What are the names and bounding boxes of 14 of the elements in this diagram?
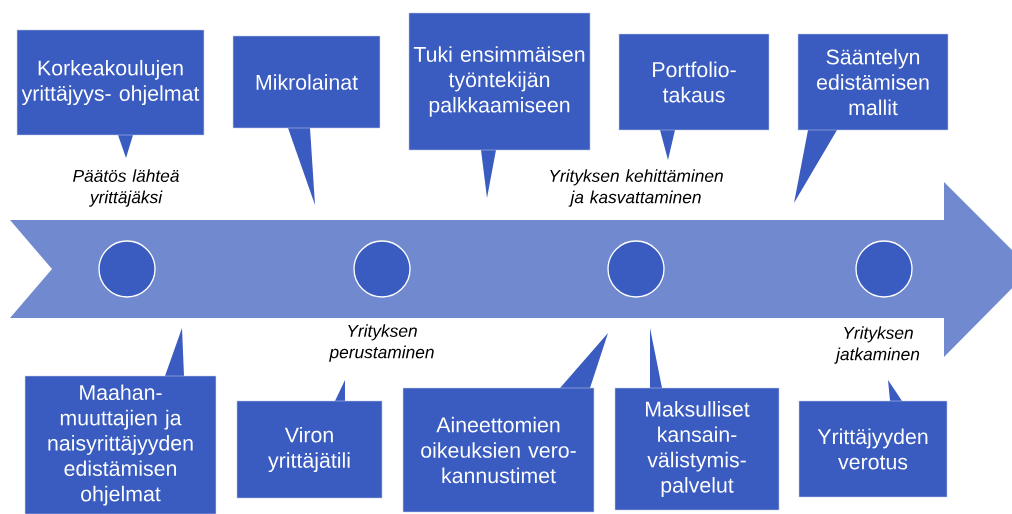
callout-box: Maksulliset kansain- välistymis- palvelut [614, 328, 780, 511]
callout-box: Maahan- muuttajien ja naisyrittäjyyden edistämisen ohjelmat [24, 328, 217, 514]
callout-box: Viron yrittäjätili [236, 380, 383, 499]
callout-box: Yrittäjyyden verotus [798, 380, 948, 498]
phase-label: Päätös lähteä yrittäjäksi [73, 169, 179, 207]
phase-label: Yrityksen jatkaminen [834, 326, 920, 364]
timeline-dot [98, 240, 156, 298]
callout-box: Portfolio- takaus [618, 33, 770, 160]
timeline-dot [353, 240, 411, 298]
callout-box: Mikrolainat [232, 35, 381, 205]
callout-box: Korkeakoulujen yrittäjyys- ohjelmat [16, 29, 205, 158]
timeline-dot [607, 240, 665, 298]
callout-box: Sääntelyn edistämisen mallit [794, 33, 949, 203]
timeline-dot [855, 240, 913, 298]
